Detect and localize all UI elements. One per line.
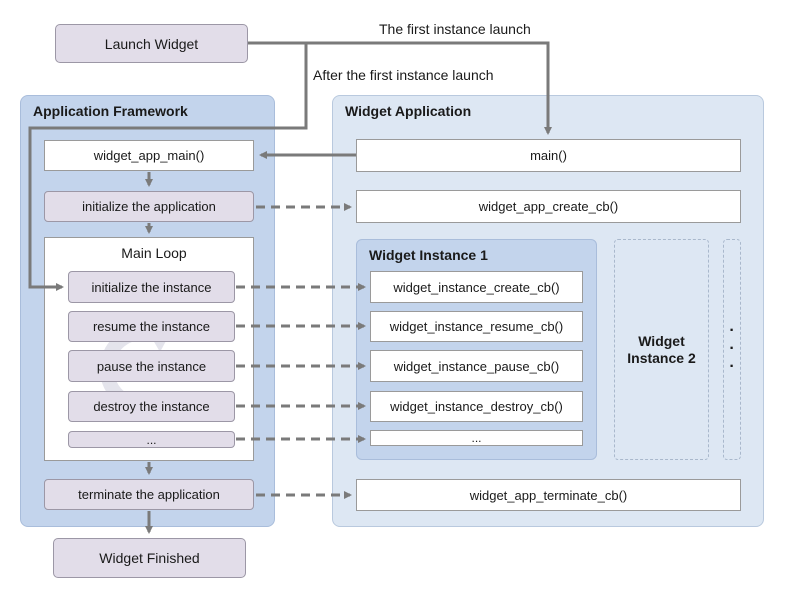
resume-instance-box: resume the instance xyxy=(68,311,235,342)
more-instances-panel xyxy=(723,239,741,460)
widget-instance-2-title-line1: Widget xyxy=(638,332,685,349)
more-dot: · xyxy=(729,340,735,357)
widget-instance-resume-cb-box: widget_instance_resume_cb() xyxy=(370,311,583,342)
after-first-launch-annotation: After the first instance launch xyxy=(313,67,494,83)
launch-widget-box: Launch Widget xyxy=(55,24,248,63)
widget-instance-destroy-cb-box: widget_instance_destroy_cb() xyxy=(370,391,583,422)
more-dot: · xyxy=(729,322,735,339)
more-dot: · xyxy=(729,358,735,375)
widget-application-title: Widget Application xyxy=(345,103,472,119)
widget-app-main-box: widget_app_main() xyxy=(44,140,254,171)
widget-instance-2-panel: Widget Instance 2 xyxy=(614,239,709,460)
widget-instance-pause-cb-box: widget_instance_pause_cb() xyxy=(370,350,583,382)
first-launch-annotation: The first instance launch xyxy=(379,21,531,37)
initialize-instance-box: initialize the instance xyxy=(68,271,235,303)
terminate-application-box: terminate the application xyxy=(44,479,254,510)
widget-app-create-cb-box: widget_app_create_cb() xyxy=(356,190,741,223)
destroy-instance-box: destroy the instance xyxy=(68,391,235,422)
more-instances-dots: · · · xyxy=(723,322,741,376)
pause-instance-box: pause the instance xyxy=(68,350,235,382)
widget-finished-box: Widget Finished xyxy=(53,538,246,578)
initialize-application-box: initialize the application xyxy=(44,191,254,222)
main-box: main() xyxy=(356,139,741,172)
more-steps-box: ... xyxy=(68,431,235,448)
widget-instance-1-title: Widget Instance 1 xyxy=(369,247,488,263)
main-loop-title: Main Loop xyxy=(121,245,187,261)
widget-instance-create-cb-box: widget_instance_create_cb() xyxy=(370,271,583,303)
widget-instance-2-title-line2: Instance 2 xyxy=(627,349,696,366)
application-framework-title: Application Framework xyxy=(33,103,188,119)
widget-instance-more-cb-box: ... xyxy=(370,430,583,446)
widget-app-terminate-cb-box: widget_app_terminate_cb() xyxy=(356,479,741,511)
